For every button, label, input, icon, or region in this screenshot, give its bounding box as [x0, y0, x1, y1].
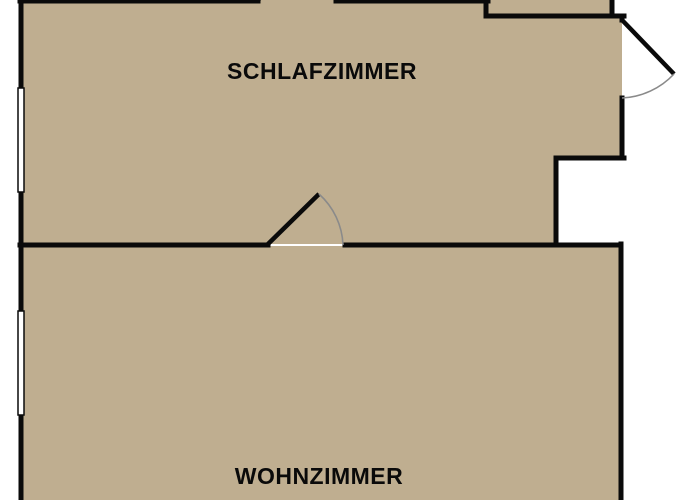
window-bedroom	[17, 87, 25, 193]
door-swing-arc-icon	[621, 73, 675, 99]
door-leaf-icon	[265, 192, 321, 247]
door-right-exterior	[620, 18, 676, 99]
door-top-opening	[257, 0, 262, 3]
window-living	[17, 310, 25, 416]
living-floor	[22, 246, 620, 500]
windows	[17, 87, 25, 416]
bedroom-floor	[22, 0, 622, 244]
floor-areas	[22, 0, 622, 500]
door-swing-arc-icon	[318, 193, 344, 246]
door-leaf-icon	[620, 18, 676, 76]
room-label-living: WOHNZIMMER	[234, 463, 404, 489]
walls	[17, 0, 627, 500]
closet-floor	[488, 0, 612, 14]
wall-closet	[483, 0, 615, 19]
door-bedroom-living	[265, 192, 344, 247]
room-label-bedroom: SCHLAFZIMMER	[227, 58, 417, 84]
door-leaf-icon	[257, 0, 262, 3]
